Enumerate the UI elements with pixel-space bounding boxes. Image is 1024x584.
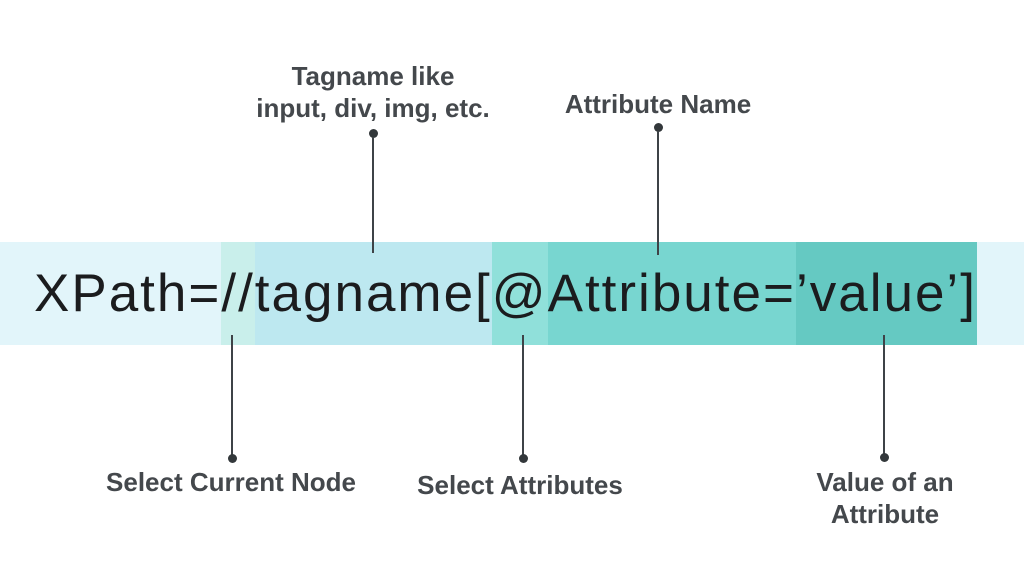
- attribute-name-callout-label: Attribute Name: [564, 89, 752, 119]
- segment-double-slash: //: [221, 242, 255, 345]
- value-of-attribute-callout-label: Value of an Attribute: [816, 467, 954, 529]
- segment-trailing: [976, 242, 1024, 345]
- attribute-name-callout-line: [657, 131, 659, 255]
- segment-tagname: tagname[: [254, 242, 492, 345]
- attribute-name-callout-dot: [654, 123, 663, 132]
- segment-value: ’value’]: [795, 242, 977, 345]
- tagname-callout-dot: [369, 129, 378, 138]
- select-attributes-callout-label: Select Attributes: [417, 470, 623, 500]
- tagname-callout-label: Tagname like input, div, img, etc.: [256, 61, 490, 123]
- value-of-attribute-callout-line: [883, 335, 885, 454]
- select-current-node-callout-label: Select Current Node: [106, 467, 356, 497]
- select-attributes-callout-dot: [519, 454, 528, 463]
- select-current-node-callout-line: [231, 335, 233, 455]
- segment-xpath-prefix: XPath=: [0, 242, 222, 345]
- value-of-attribute-callout-dot: [880, 453, 889, 462]
- tagname-callout-line: [372, 137, 374, 253]
- segment-attribute: Attribute=: [547, 242, 796, 345]
- xpath-expression-banner: XPath= // tagname[ @ Attribute= ’value’]: [0, 242, 1024, 345]
- select-current-node-callout-dot: [228, 454, 237, 463]
- segment-at-sign: @: [491, 242, 548, 345]
- select-attributes-callout-line: [522, 335, 524, 455]
